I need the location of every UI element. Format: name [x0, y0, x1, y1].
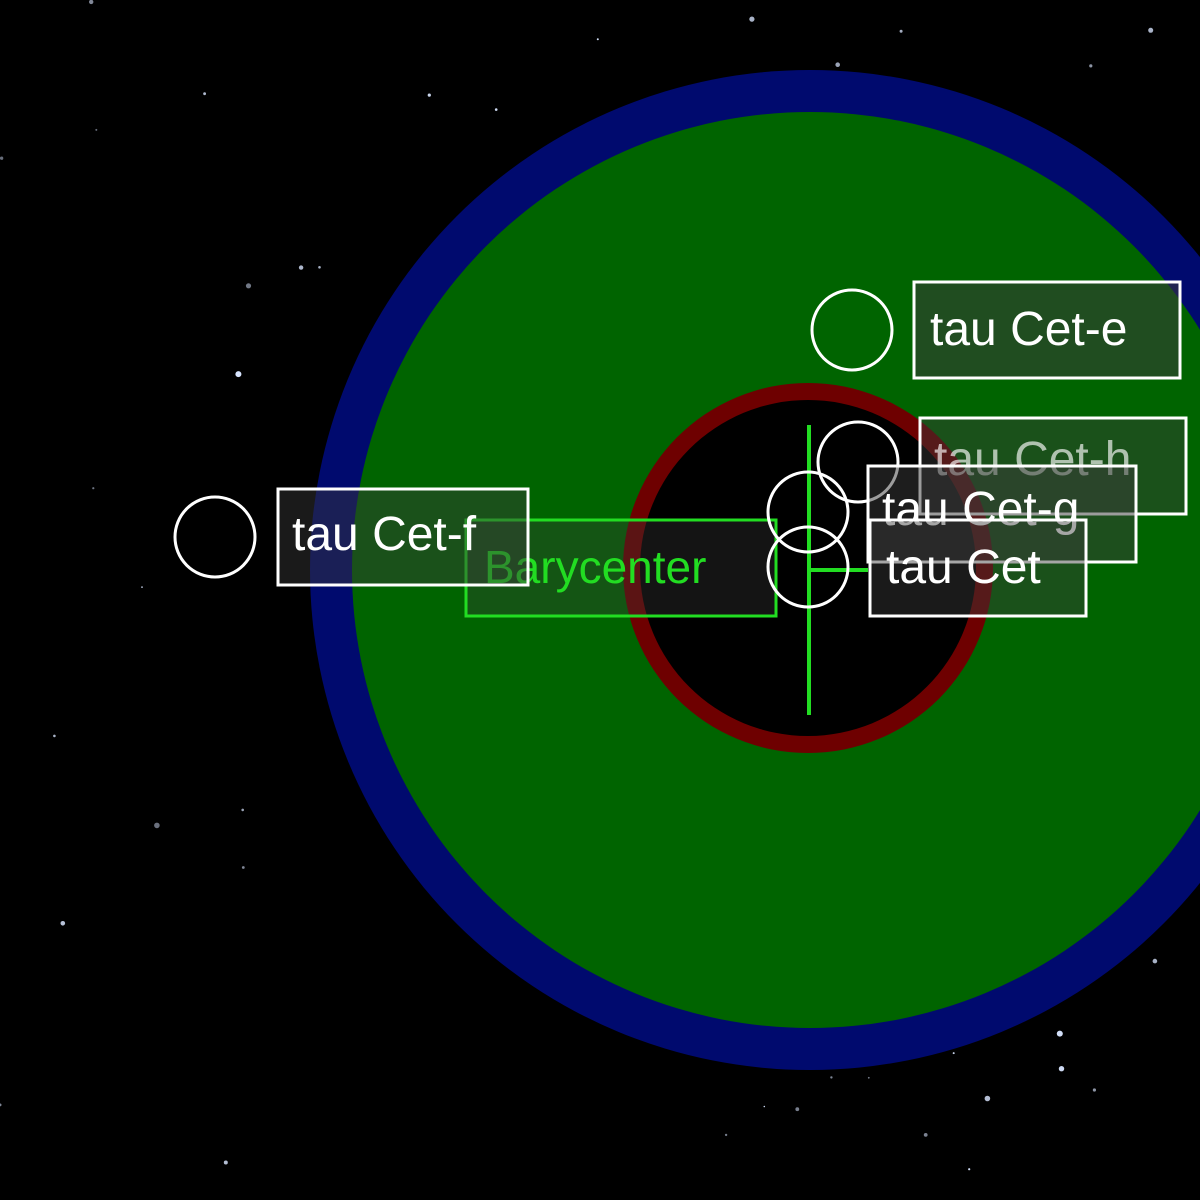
- background-star: [596, 38, 599, 41]
- barycenter-label-box: [464, 518, 778, 618]
- background-star: [203, 92, 207, 96]
- background-star: [235, 371, 242, 378]
- planet-label-box-tau-cet-e: [912, 280, 1182, 380]
- background-star: [0, 156, 4, 160]
- background-star: [795, 1107, 800, 1112]
- background-star: [923, 1133, 928, 1137]
- star-marker-tau-cet[interactable]: [766, 525, 850, 609]
- background-star: [223, 1160, 228, 1165]
- planet-label-box-tau-cet-g: [866, 464, 1138, 564]
- planet-marker-tau-cet-f[interactable]: [173, 495, 257, 579]
- background-star: [494, 108, 498, 111]
- background-star: [968, 1168, 971, 1171]
- planet-marker-tau-cet-h[interactable]: [816, 420, 900, 504]
- background-star: [1148, 27, 1154, 33]
- background-star: [241, 808, 244, 812]
- background-star: [724, 1133, 728, 1137]
- background-star: [984, 1095, 991, 1102]
- star-tau-cet[interactable]: tau Cet: [766, 518, 1088, 618]
- background-star: [141, 586, 143, 588]
- background-star: [1056, 1030, 1063, 1037]
- background-star: [899, 29, 903, 33]
- background-star: [763, 1105, 766, 1108]
- barycenter-label[interactable]: Barycenter: [464, 518, 778, 618]
- background-star: [1058, 1066, 1065, 1072]
- background-star: [1089, 64, 1093, 68]
- background-star: [0, 1103, 2, 1107]
- background-star: [1092, 1088, 1096, 1092]
- star-label-box-tau-cet: [868, 518, 1088, 618]
- background-star: [53, 734, 56, 738]
- background-star: [298, 265, 304, 270]
- background-star: [154, 822, 160, 829]
- background-star: [749, 16, 755, 22]
- background-star: [241, 866, 245, 869]
- background-star: [952, 1052, 955, 1055]
- background-star: [830, 1076, 833, 1079]
- planet-tau-cet-g[interactable]: tau Cet-g: [766, 464, 1138, 564]
- planet-marker-tau-cet-g[interactable]: [766, 470, 850, 554]
- planet-label-tau-cet-f: tau Cet-f: [292, 508, 477, 561]
- background-star: [89, 0, 94, 5]
- planet-label-tau-cet-e: tau Cet-e: [930, 303, 1127, 356]
- planet-label-box-tau-cet-f: [276, 487, 530, 587]
- planet-marker-tau-cet-e[interactable]: [810, 288, 894, 372]
- background-star: [245, 283, 252, 289]
- background-star: [60, 921, 66, 926]
- background-star: [867, 1076, 870, 1079]
- star-label-tau-cet: tau Cet: [886, 541, 1041, 594]
- background-star: [92, 487, 95, 490]
- planet-tau-cet-f[interactable]: tau Cet-f: [173, 487, 530, 587]
- background-star: [1152, 958, 1158, 964]
- background-star: [95, 128, 98, 131]
- background-star: [835, 62, 840, 67]
- background-star: [318, 266, 321, 269]
- planet-label-tau-cet-g: tau Cet-g: [882, 483, 1079, 536]
- planet-tau-cet-e[interactable]: tau Cet-e: [810, 280, 1182, 380]
- background-star: [427, 93, 431, 97]
